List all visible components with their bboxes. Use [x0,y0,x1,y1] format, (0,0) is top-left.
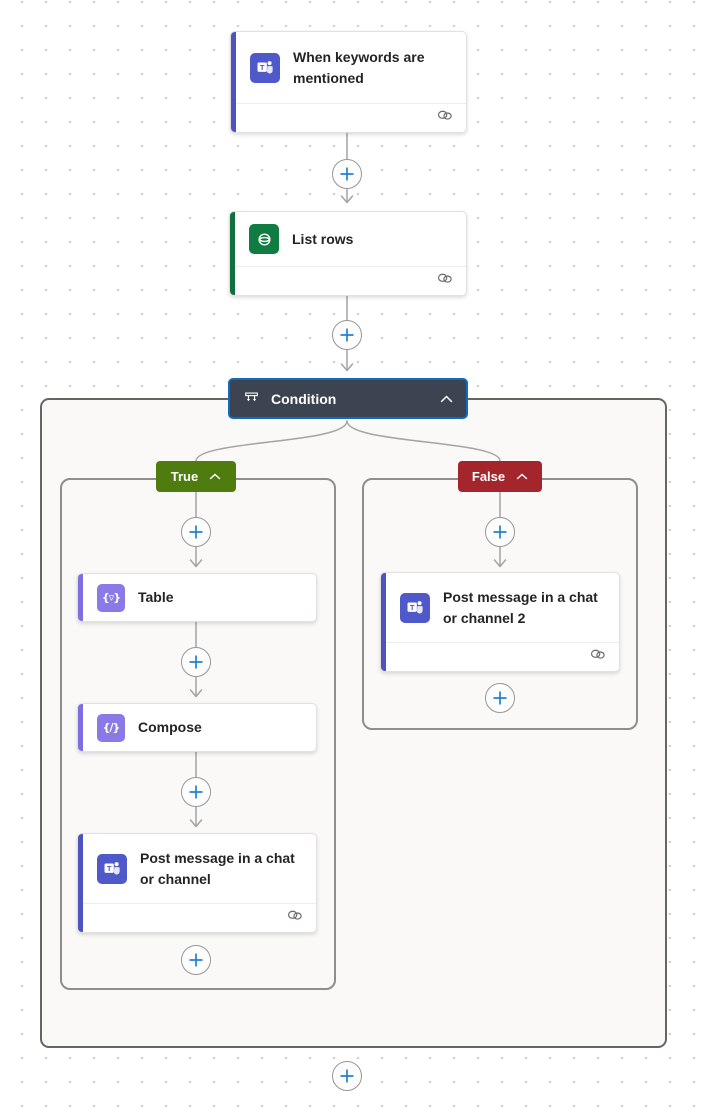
insert-action-button[interactable] [181,517,211,547]
card-footer [381,642,619,671]
action-card-post-message-in-a-chat-or-channel[interactable]: T Post message in a chat or channel [77,833,317,933]
svg-text:T: T [409,603,414,612]
data-operation-icon: {/} [97,713,125,742]
card-accent-stripe [231,32,236,132]
insert-action-button[interactable] [181,647,211,677]
condition-branch-icon [243,390,260,407]
card-title: When keywords are mentioned [293,48,425,86]
condition-card[interactable]: Condition [228,378,468,419]
data-operation-glyph: {▿} [101,591,121,604]
data-operation-icon: {▿} [97,583,125,612]
card-accent-stripe [381,573,386,671]
teams-icon: T [250,52,280,83]
condition-title: Condition [271,390,337,407]
card-footer [230,266,466,295]
trigger-card-when-keywords-are-mentioned[interactable]: T When keywords are mentioned [230,31,467,133]
insert-action-button[interactable] [485,683,515,713]
card-accent-stripe [78,834,83,932]
insert-action-button[interactable] [485,517,515,547]
action-card-post-message-in-a-chat-or-channel-2[interactable]: T Post message in a chat or channel 2 [380,572,620,672]
svg-text:T: T [259,63,264,72]
data-operation-glyph: {/} [102,721,121,734]
action-card-compose[interactable]: {/} Compose [77,703,317,752]
true-branch-badge[interactable]: True [156,461,236,492]
insert-action-button[interactable] [332,1061,362,1091]
chevron-up-icon [209,473,221,480]
dataverse-icon [249,224,279,254]
insert-action-button[interactable] [332,159,362,189]
chevron-up-icon[interactable] [440,394,453,403]
card-title: Compose [138,719,202,735]
card-accent-stripe [78,574,83,621]
teams-icon: T [97,853,127,884]
card-title: Post message in a chat or channel [140,849,295,887]
link-icon [286,909,304,927]
action-card-list-rows[interactable]: List rows [229,211,467,296]
card-title: List rows [292,230,354,247]
chevron-up-icon [516,473,528,480]
false-branch-badge[interactable]: False [458,461,542,492]
card-accent-stripe [230,212,235,295]
insert-action-button[interactable] [332,320,362,350]
teams-icon: T [400,592,430,623]
false-branch-label: False [471,469,506,484]
card-accent-stripe [78,704,83,751]
card-footer [78,903,316,932]
link-icon [436,272,454,290]
insert-action-button[interactable] [181,777,211,807]
link-icon [436,109,454,127]
true-branch-label: True [170,469,199,484]
link-icon [589,648,607,666]
action-card-table[interactable]: {▿} Table [77,573,317,622]
card-title: Post message in a chat or channel 2 [443,588,598,626]
svg-text:T: T [106,864,111,873]
card-title: Table [138,589,174,605]
insert-action-button[interactable] [181,945,211,975]
card-footer [231,103,466,132]
